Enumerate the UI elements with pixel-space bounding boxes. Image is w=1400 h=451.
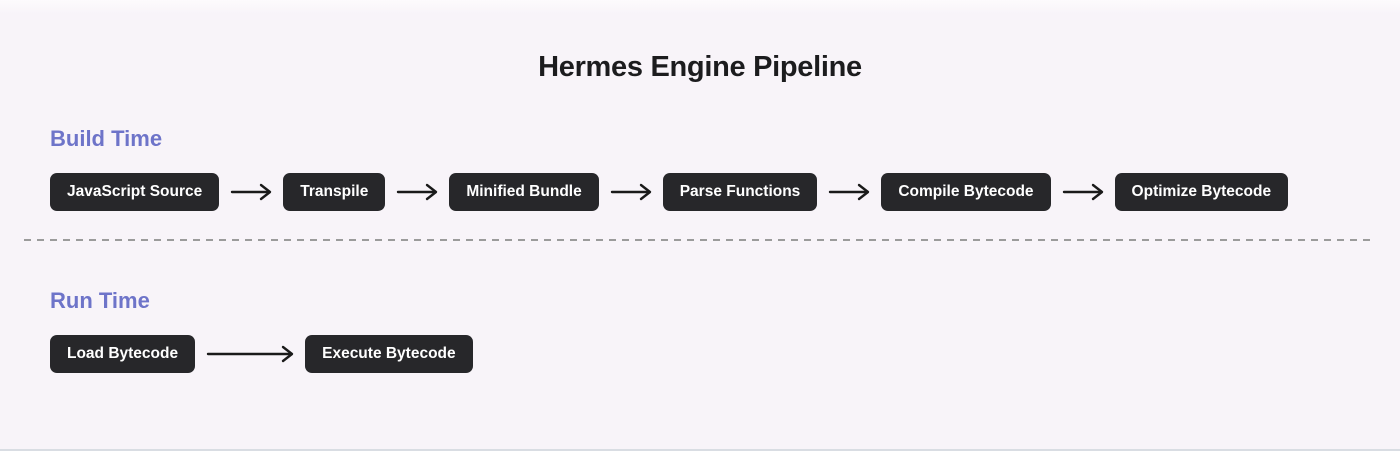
right-arrow-icon <box>231 183 272 201</box>
section-build-time: Build Time JavaScript Source Transpile Min… <box>0 126 1400 211</box>
pipeline-node: Parse Functions <box>662 173 818 211</box>
dashed-divider <box>24 239 1376 241</box>
pipeline-node: Transpile <box>283 173 386 211</box>
pipeline-node: Load Bytecode <box>50 335 196 373</box>
pipeline-node: Optimize Bytecode <box>1114 173 1289 211</box>
pipeline-node: JavaScript Source <box>50 173 220 211</box>
page-title: Hermes Engine Pipeline <box>538 51 862 83</box>
pipeline-node: Minified Bundle <box>449 173 599 211</box>
pipeline-row-run: Load Bytecode Execute Bytecode <box>50 335 1350 373</box>
right-arrow-icon <box>1062 183 1103 201</box>
pipeline-row-build: JavaScript Source Transpile Minified Bundl… <box>50 173 1350 211</box>
section-run-time: Run Time Load Bytecode Execute Bytecode <box>0 288 1400 373</box>
right-arrow-icon <box>397 183 438 201</box>
right-arrow-icon <box>610 183 651 201</box>
pipeline-node: Execute Bytecode <box>305 335 473 373</box>
pipeline-node: Compile Bytecode <box>881 173 1051 211</box>
section-label-build-time: Build Time <box>50 126 163 151</box>
right-arrow-icon <box>206 345 294 363</box>
section-label-run-time: Run Time <box>50 288 150 313</box>
right-arrow-icon <box>829 183 870 201</box>
